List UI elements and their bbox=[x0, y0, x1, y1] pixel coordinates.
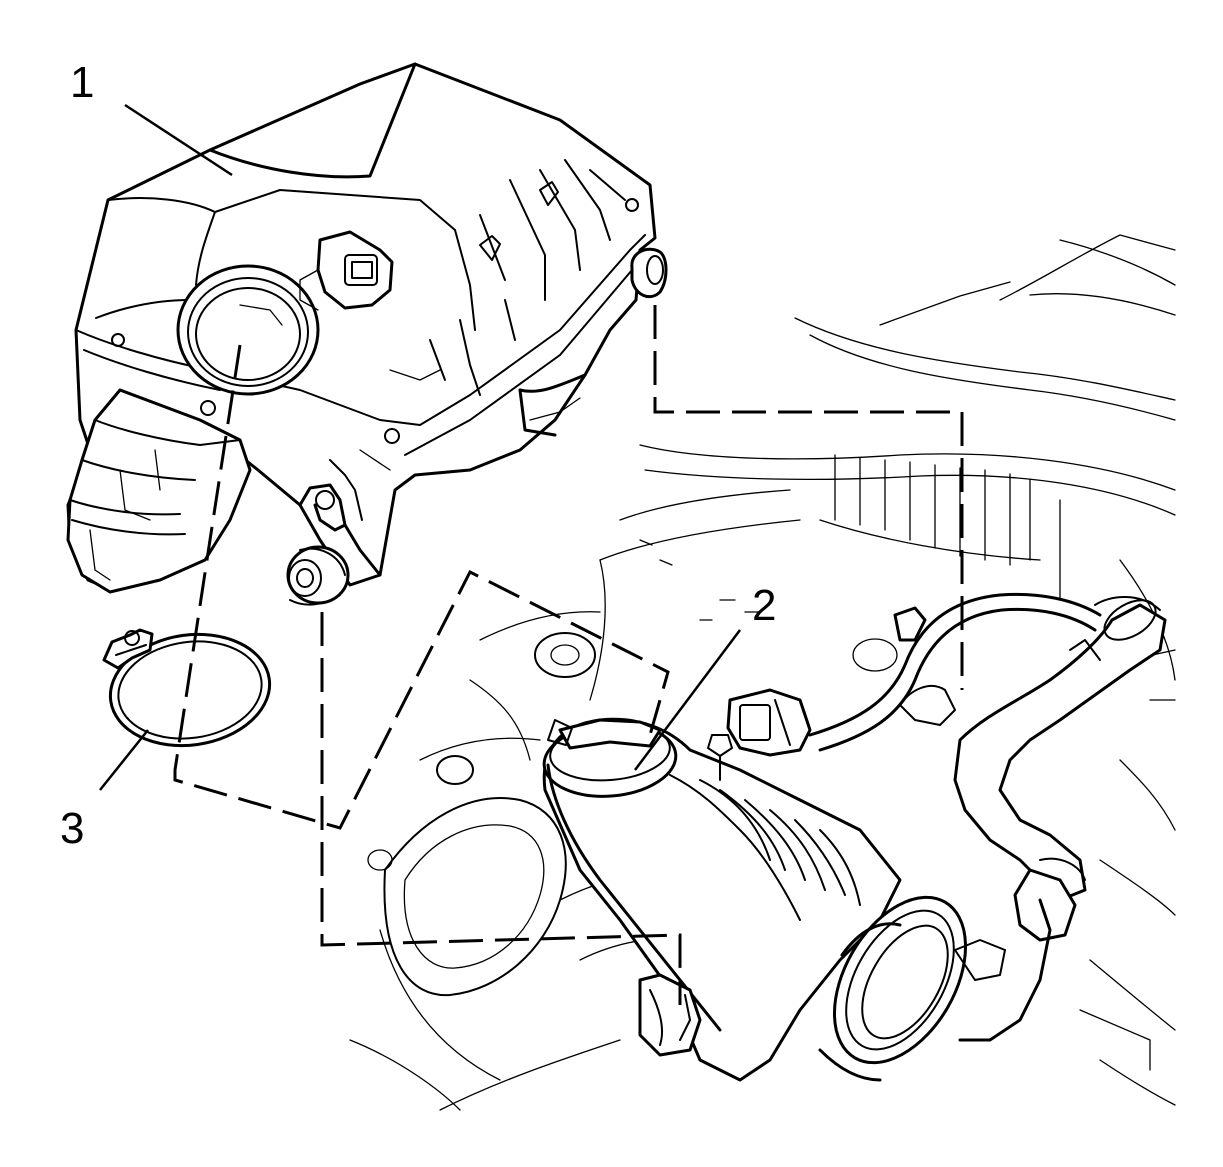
intake-duct bbox=[542, 717, 968, 1082]
callout-3-label: 3 bbox=[60, 804, 84, 853]
engine-bay-background bbox=[349, 234, 1176, 1111]
dashed-location-lines bbox=[173, 305, 964, 1005]
mount-grommet bbox=[286, 545, 350, 606]
wiring-harness bbox=[726, 592, 1102, 757]
hose-clamp bbox=[102, 628, 272, 748]
air-cleaner-housing bbox=[66, 62, 668, 594]
breather-hose bbox=[953, 596, 1167, 1042]
callout-2-label: 2 bbox=[752, 581, 776, 630]
callout-leaders bbox=[99, 103, 741, 791]
callout-1-label: 1 bbox=[70, 58, 94, 107]
